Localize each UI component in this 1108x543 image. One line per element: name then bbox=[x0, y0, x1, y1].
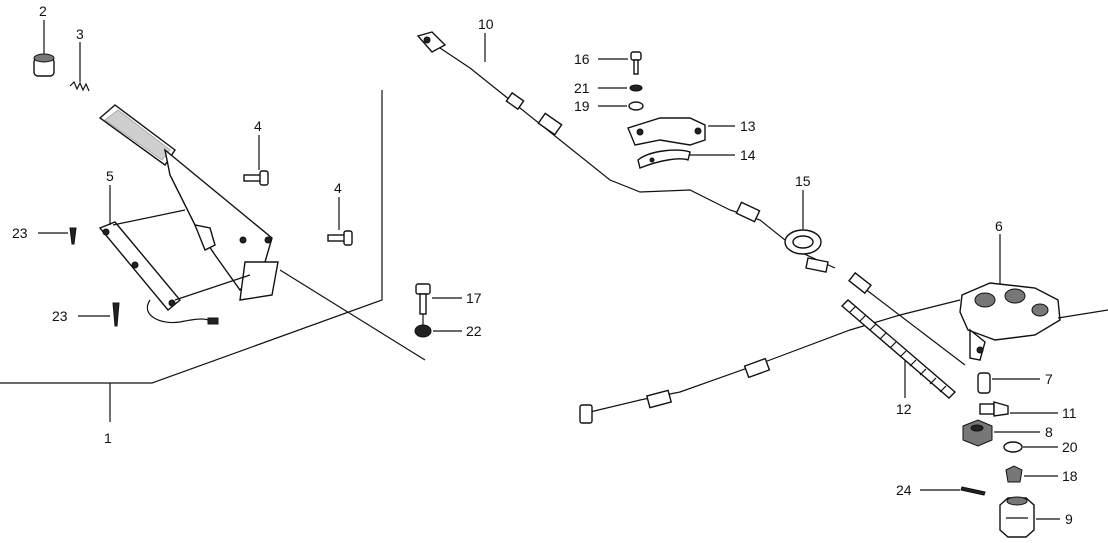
callout-19: 19 bbox=[574, 98, 590, 114]
bolt-17 bbox=[415, 283, 431, 315]
callout-17: 17 bbox=[466, 290, 482, 306]
bolt-lower bbox=[327, 230, 353, 246]
bolt-11 bbox=[979, 401, 1009, 417]
cotter-pin-b bbox=[112, 302, 120, 327]
switch-wire bbox=[146, 299, 216, 324]
bolt-upper bbox=[243, 170, 269, 186]
callout-18: 18 bbox=[1062, 468, 1078, 484]
rear-cables bbox=[579, 299, 1108, 424]
callout-16: 16 bbox=[574, 51, 590, 67]
callout-13: 13 bbox=[740, 118, 756, 134]
callout-8: 8 bbox=[1045, 424, 1053, 440]
callout-9: 9 bbox=[1065, 511, 1073, 527]
callout-12: 12 bbox=[896, 401, 912, 417]
callout-10: 10 bbox=[478, 16, 494, 32]
callout-3: 3 bbox=[76, 26, 84, 42]
nut-22 bbox=[414, 324, 432, 338]
assembly-boundary bbox=[0, 90, 383, 384]
washer-19 bbox=[628, 101, 644, 111]
callout-2: 2 bbox=[39, 3, 47, 19]
callout-15: 15 bbox=[795, 173, 811, 189]
cotter-pin-a bbox=[69, 227, 77, 245]
callout-11: 11 bbox=[1062, 405, 1077, 421]
callout-14: 14 bbox=[740, 147, 756, 163]
callout-4b: 4 bbox=[334, 180, 342, 196]
front-cable bbox=[416, 31, 836, 273]
assembly-boundary-diagonal bbox=[279, 269, 426, 361]
boot-9 bbox=[999, 496, 1035, 538]
callout-24: 24 bbox=[896, 482, 912, 498]
brake-lever bbox=[98, 104, 279, 301]
grommet bbox=[784, 229, 822, 255]
cotter-pin-24 bbox=[960, 486, 986, 496]
callout-1: 1 bbox=[104, 430, 112, 446]
callout-23b: 23 bbox=[52, 308, 68, 324]
callout-23a: 23 bbox=[12, 225, 28, 241]
callout-5: 5 bbox=[106, 168, 114, 184]
lock-washer-21 bbox=[629, 84, 643, 92]
callout-7: 7 bbox=[1045, 371, 1053, 387]
callout-20: 20 bbox=[1062, 439, 1078, 455]
callout-21: 21 bbox=[574, 80, 590, 96]
cable-clamp bbox=[627, 117, 706, 169]
bolt-16 bbox=[630, 51, 642, 75]
callout-4a: 4 bbox=[254, 118, 262, 134]
callout-6: 6 bbox=[995, 218, 1003, 234]
spring bbox=[69, 80, 90, 92]
clip-18 bbox=[1005, 465, 1023, 483]
pin-7 bbox=[977, 372, 991, 394]
equalizer bbox=[959, 282, 1061, 361]
nut-8 bbox=[962, 419, 993, 447]
wire-terminal bbox=[207, 317, 219, 325]
threaded-rod bbox=[840, 271, 966, 399]
grip-cap bbox=[33, 53, 55, 77]
callout-22: 22 bbox=[466, 323, 482, 339]
washer-20 bbox=[1003, 441, 1023, 453]
